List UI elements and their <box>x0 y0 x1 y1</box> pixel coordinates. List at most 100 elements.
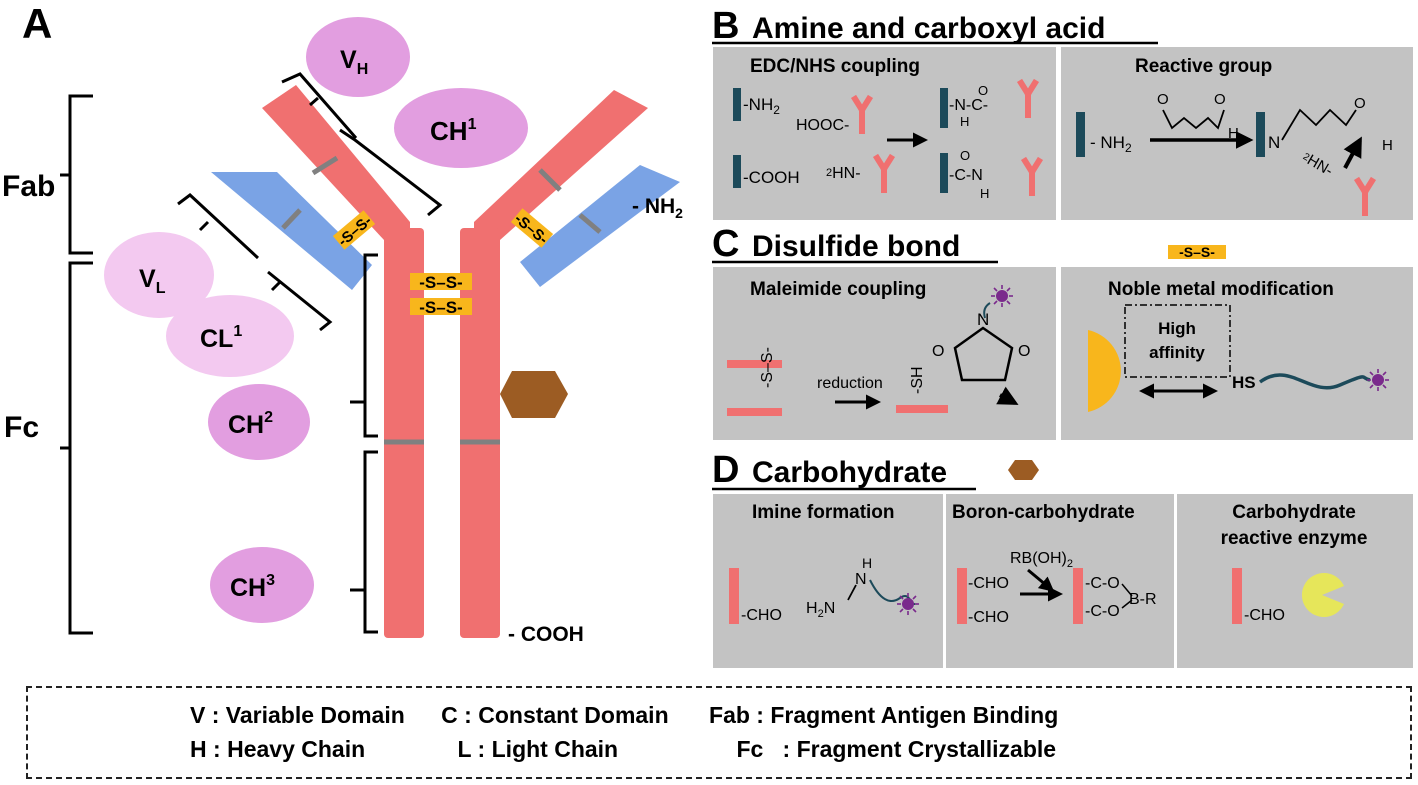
nh2-terminal-label: - NH2 <box>632 195 683 221</box>
svg-text:O: O <box>1157 91 1169 108</box>
disulfide-legend-chip: -S–S- <box>1168 244 1226 260</box>
svg-text:-S–S-: -S–S- <box>419 273 462 292</box>
panel-a: A Fab Fc -S–S- <box>2 0 683 646</box>
svg-text:-NH2: -NH2 <box>743 95 780 117</box>
panel-d-title: Carbohydrate <box>752 456 947 489</box>
fab-brace <box>60 94 93 255</box>
panel-b: B Amine and carboxyl acid EDC/NHS coupli… <box>712 5 1413 220</box>
svg-text:-N-C-: -N-C- <box>949 97 988 114</box>
svg-text:-C-O: -C-O <box>1085 603 1120 620</box>
svg-text:-S–S-: -S–S- <box>759 347 776 388</box>
legend-box: V : Variable Domain C : Constant Domain … <box>26 686 1412 779</box>
enzyme-title-line1: Carbohydrate <box>1232 502 1356 523</box>
heavy-chain-left <box>262 85 424 638</box>
panel-d: D Carbohydrate Imine formation -CHO H2N … <box>712 449 1413 668</box>
panel-d-letter: D <box>712 449 739 491</box>
noble-metal-title: Noble metal modification <box>1108 279 1334 300</box>
svg-text:-CHO: -CHO <box>741 607 782 624</box>
svg-text:O: O <box>1018 343 1030 360</box>
svg-text:H: H <box>862 555 872 571</box>
svg-text:CH3: CH3 <box>230 572 275 602</box>
svg-text:VL: VL <box>139 265 166 297</box>
legend-v: V : Variable Domain <box>190 702 405 728</box>
enzyme-title-line2: reactive enzyme <box>1221 528 1368 549</box>
boron-box <box>946 494 1174 668</box>
svg-text:H: H <box>960 114 969 129</box>
svg-text:O: O <box>960 148 970 163</box>
svg-text:VH: VH <box>340 46 368 78</box>
reactive-group-title: Reactive group <box>1135 56 1272 77</box>
svg-text:affinity: affinity <box>1149 343 1205 362</box>
edc-nhs-title: EDC/NHS coupling <box>750 56 920 77</box>
panel-a-letter: A <box>22 0 52 47</box>
panel-c: C Disulfide bond -S–S- Maleimide couplin… <box>712 223 1413 440</box>
svg-text:reduction: reduction <box>817 375 883 392</box>
fab-label: Fab <box>2 170 55 203</box>
ch3-domain: CH3 <box>210 547 314 623</box>
svg-text:-SH: -SH <box>909 366 926 394</box>
cl1-domain: CL1 <box>166 295 294 377</box>
svg-text:N: N <box>977 310 989 329</box>
ch2-domain: CH2 <box>208 384 310 460</box>
svg-text:H: H <box>1382 137 1393 154</box>
svg-text:-S–S-: -S–S- <box>419 298 462 317</box>
heavy-chain-right <box>460 90 648 638</box>
svg-text:O: O <box>1354 95 1366 112</box>
fc-label: Fc <box>4 411 39 444</box>
carbohydrate-hexagon <box>500 371 568 418</box>
imine-box <box>713 494 943 668</box>
panel-b-letter: B <box>712 5 739 47</box>
svg-text:H2N: H2N <box>806 600 835 620</box>
svg-text:-CHO: -CHO <box>1244 607 1285 624</box>
gold-nanoparticle <box>1088 330 1121 412</box>
svg-text:RB(OH)2: RB(OH)2 <box>1010 550 1073 570</box>
vl-domain: VL <box>104 232 214 318</box>
vh-bracket <box>281 72 443 217</box>
svg-text:-C-O: -C-O <box>1085 575 1120 592</box>
svg-text:-CHO: -CHO <box>968 575 1009 592</box>
legend-fc: Fc : Fragment Crystallizable <box>736 736 1057 762</box>
svg-text:HS: HS <box>1232 373 1256 392</box>
legend-fab: Fab : Fragment Antigen Binding <box>709 702 1059 728</box>
svg-text:-CHO: -CHO <box>968 609 1009 626</box>
carbohydrate-legend-hexagon <box>1008 460 1039 480</box>
ch1-domain: CH1 <box>394 88 528 168</box>
legend-c: C : Constant Domain <box>441 702 669 728</box>
vh-domain: VH <box>306 17 410 97</box>
svg-text:N: N <box>1268 133 1280 152</box>
svg-text:CL1: CL1 <box>200 323 242 353</box>
svg-text:CH2: CH2 <box>228 409 273 439</box>
svg-text:HOOC-: HOOC- <box>796 117 849 134</box>
vl-bracket <box>177 193 333 332</box>
fc-brace <box>60 261 93 635</box>
panel-c-title: Disulfide bond <box>752 230 960 263</box>
svg-text:O: O <box>932 343 944 360</box>
panel-b-title: Amine and carboxyl acid <box>752 12 1105 45</box>
hinge-disulfide-2: -S–S- <box>410 298 472 317</box>
svg-text:High: High <box>1158 319 1196 338</box>
light-chain-left <box>211 172 372 290</box>
svg-text:- NH2: - NH2 <box>1090 133 1132 155</box>
svg-text:N: N <box>855 571 867 588</box>
light-chain-right <box>520 165 680 287</box>
ch2-bracket <box>350 253 378 438</box>
boron-title: Boron-carbohydrate <box>952 502 1135 523</box>
ch3-bracket <box>350 450 378 634</box>
svg-text:B-R: B-R <box>1129 591 1157 608</box>
cooh-terminal-label: - COOH <box>508 623 584 646</box>
legend-h: H : Heavy Chain <box>190 736 366 762</box>
enzyme-pacman <box>1301 573 1344 618</box>
svg-text:O: O <box>978 83 988 98</box>
legend-row-2: H : Heavy Chain L : Light Chain Fc : Fra… <box>190 736 1056 763</box>
enzyme-box <box>1177 494 1413 668</box>
svg-text:H: H <box>1228 125 1239 142</box>
svg-text:-COOH: -COOH <box>743 168 800 187</box>
svg-text:-S–S-: -S–S- <box>1179 244 1215 260</box>
legend-row-1: V : Variable Domain C : Constant Domain … <box>190 702 1058 729</box>
svg-text:2HN-: 2HN- <box>826 165 861 182</box>
noble-metal-box <box>1061 267 1413 440</box>
maleimide-title: Maleimide coupling <box>750 279 926 300</box>
hinge-disulfide-1: -S–S- <box>410 273 472 292</box>
svg-text:O: O <box>1214 91 1226 108</box>
